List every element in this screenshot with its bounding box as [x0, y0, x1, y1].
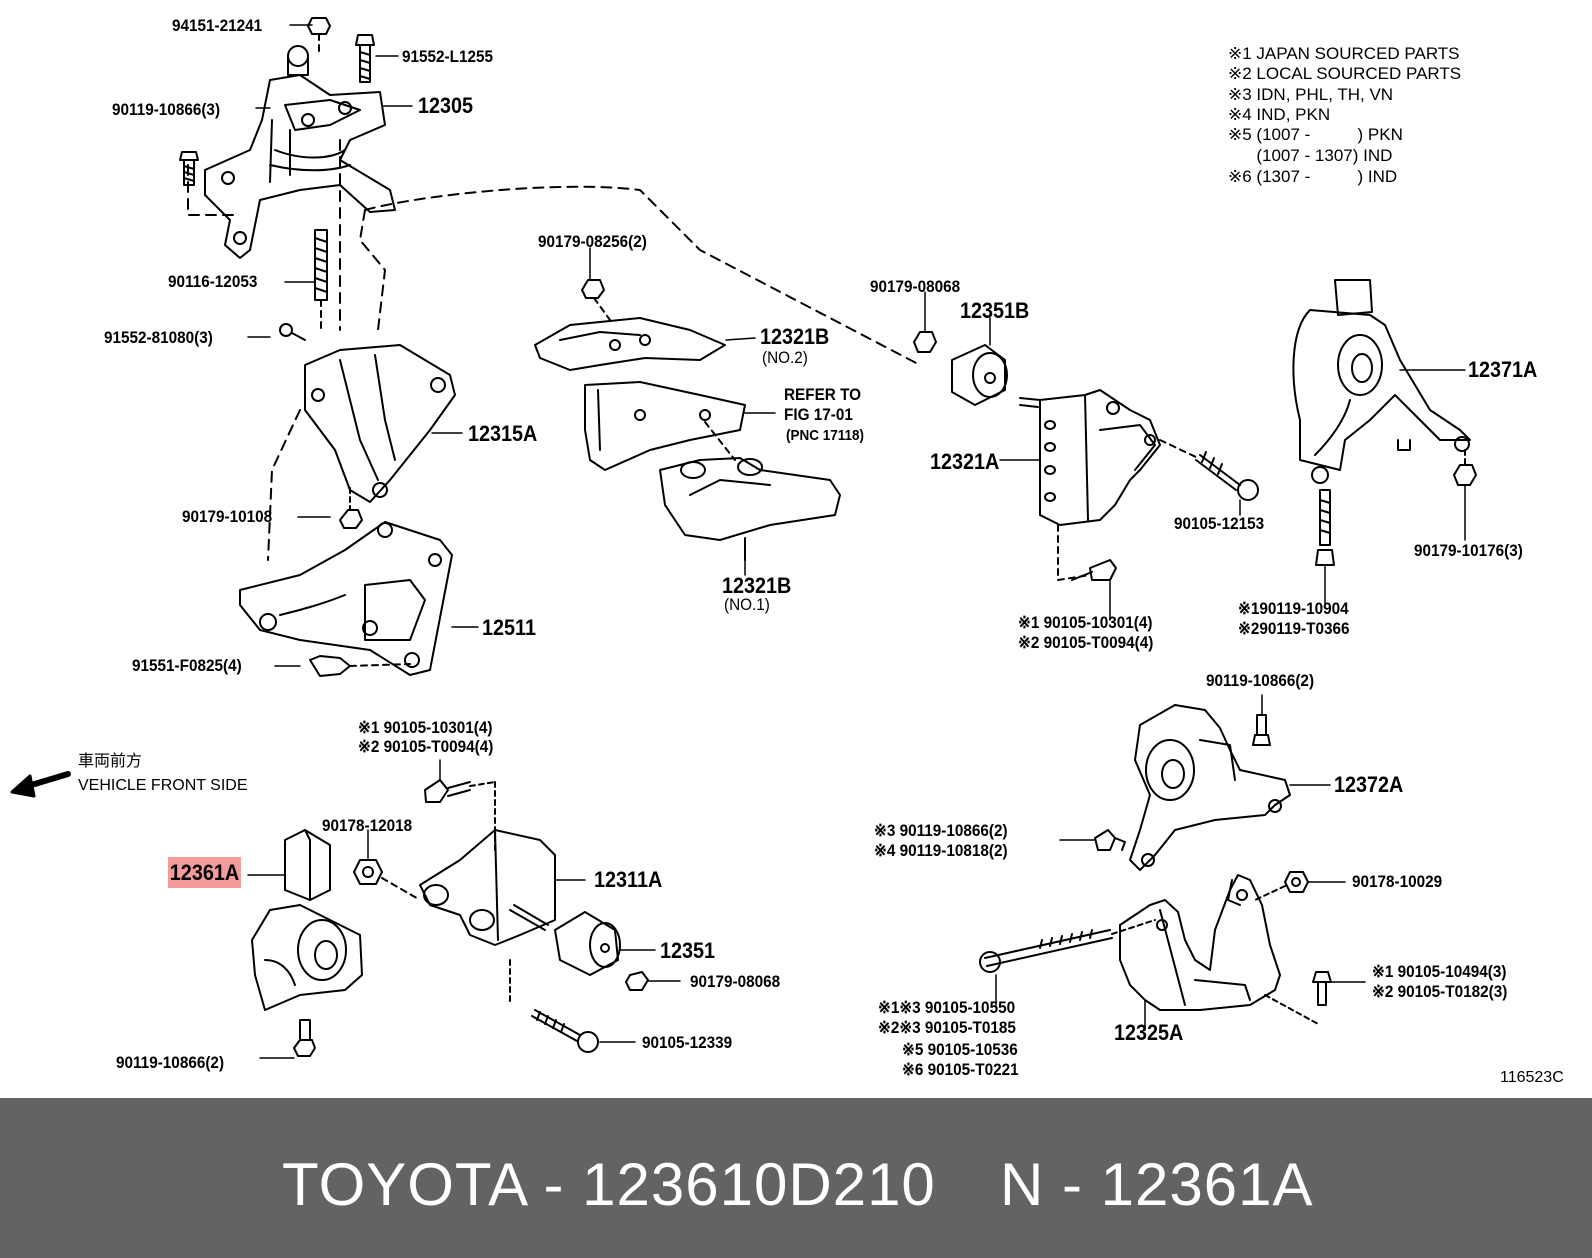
label-s2-90105-t0094-right[interactable]: ※2 90105-T0094(4): [1018, 633, 1154, 652]
label-90179-10108[interactable]: 90179-10108: [182, 507, 273, 526]
label-12321b-no2[interactable]: 12321B: [760, 324, 830, 349]
bracket-12321a: [999, 389, 1161, 581]
label-91551-f0825[interactable]: 91551-F0825(4): [132, 656, 242, 675]
label-jp-front: 車両前方: [78, 753, 143, 770]
note-5: ※5 (1007 - ) PKN: [1228, 125, 1403, 144]
label-12351b[interactable]: 12351B: [960, 298, 1030, 323]
stud-90116: [314, 229, 328, 331]
label-s2-90119-t0366[interactable]: ※290119-T0366: [1238, 619, 1350, 638]
label-90178-12018[interactable]: 90178-12018: [322, 816, 413, 835]
vehicle-front-arrow-icon: [10, 771, 71, 798]
leaders-top-left: [247, 24, 479, 667]
label-s2-90105-t0094-left[interactable]: ※2 90105-T0094(4): [358, 737, 494, 756]
bolt-90105-10301-left: [424, 759, 496, 851]
label-94151-21241[interactable]: 94151-21241: [172, 16, 263, 35]
bolt-90105-12153: [1159, 439, 1259, 516]
nut-90179-08068-bottom: [625, 971, 681, 991]
label-s3-90119-10866[interactable]: ※3 90119-10866(2): [874, 821, 1008, 840]
note-3: ※3 IDN, PHL, TH, VN: [1228, 85, 1394, 104]
bushing-12351b: [951, 317, 1008, 406]
note-2: ※2 LOCAL SOURCED PARTS: [1228, 64, 1462, 83]
bracket-12321b-no2: [534, 279, 726, 371]
label-12305[interactable]: 12305: [418, 93, 474, 118]
bolt-91552-l1255: [355, 34, 375, 83]
footer-part-number: TOYOTA - 123610D210: [282, 1151, 936, 1218]
note-6: (1007 - 1307) IND: [1228, 146, 1393, 165]
bushing-12351: [554, 911, 656, 976]
label-90178-10029[interactable]: 90178-10029: [1352, 872, 1443, 891]
nut-90178-12018: [353, 829, 421, 901]
label-refer-to[interactable]: REFER TO: [784, 385, 862, 404]
label-12315a[interactable]: 12315A: [468, 421, 538, 446]
label-90179-08068-bottom[interactable]: 90179-08068: [690, 972, 781, 991]
label-s6-90105-t0221[interactable]: ※6 90105-T0221: [902, 1060, 1019, 1079]
label-12372a[interactable]: 12372A: [1334, 772, 1404, 797]
nut-90179-08068-top: [913, 291, 937, 353]
note-1: ※1 JAPAN SOURCED PARTS: [1228, 44, 1460, 63]
label-12321b-no1[interactable]: 12321B: [722, 573, 792, 598]
label-s1-90105-10301-left[interactable]: ※1 90105-10301(4): [358, 718, 493, 737]
label-90179-10176[interactable]: 90179-10176(3): [1414, 541, 1523, 560]
label-12311a[interactable]: 12311A: [594, 867, 663, 892]
label-90116-12053[interactable]: 90116-12053: [168, 272, 258, 291]
mount-12361a: [247, 829, 363, 1059]
label-no1: (NO.1): [724, 595, 770, 614]
label-90179-08068-top[interactable]: 90179-08068: [870, 277, 961, 296]
label-12325a[interactable]: 12325A: [1114, 1020, 1184, 1045]
figure-id: 116523C: [1500, 1069, 1564, 1086]
bolt-90119-a: [179, 151, 199, 186]
mount-12372a: [1129, 694, 1331, 871]
bolt-90105-10301-right: [1071, 559, 1117, 621]
bolt-90105-10494: [1312, 971, 1366, 1006]
mount-12371a: [1292, 279, 1477, 606]
highlight-12361a[interactable]: 12361A: [168, 857, 241, 888]
label-pnc-17118: (PNC 17118): [786, 427, 865, 444]
engine-outline-dashed: [187, 139, 921, 561]
label-91552-l1255[interactable]: 91552-L1255: [402, 47, 494, 66]
leaders-center: [589, 247, 776, 576]
parts-diagram: ※1 JAPAN SOURCED PARTS ※2 LOCAL SOURCED …: [10, 16, 1564, 1086]
label-s5-90105-10536[interactable]: ※5 90105-10536: [902, 1040, 1018, 1059]
bolt-94151: [307, 17, 331, 56]
label-90119-10866-3[interactable]: 90119-10866(3): [112, 100, 221, 119]
label-fig-17-01[interactable]: FIG 17-01: [784, 405, 853, 424]
label-s1-90105-10494[interactable]: ※1 90105-10494(3): [1372, 962, 1507, 981]
label-90105-12339[interactable]: 90105-12339: [642, 1033, 733, 1052]
bracket-12321b-no1: [659, 457, 841, 561]
label-12361a-highlighted[interactable]: 12361A: [168, 857, 241, 888]
label-90119-10866-2-left[interactable]: 90119-10866(2): [116, 1053, 225, 1072]
engine-mount-12305: [204, 45, 396, 259]
bracket-refer-17-01: [584, 381, 746, 471]
bracket-12325a: [1119, 874, 1321, 1031]
footer-bar: TOYOTA - 123610D210 N - 12361A: [0, 1098, 1592, 1258]
label-s4-90119-10818[interactable]: ※4 90119-10818(2): [874, 841, 1008, 860]
label-s13-90105-10550[interactable]: ※1※3 90105-10550: [878, 998, 1016, 1017]
label-12321a[interactable]: 12321A: [930, 449, 1000, 474]
note-4: ※4 IND, PKN: [1228, 105, 1331, 124]
label-no2: (NO.2): [762, 348, 808, 367]
label-s1-90105-10301-right[interactable]: ※1 90105-10301(4): [1018, 613, 1153, 632]
label-12351[interactable]: 12351: [660, 938, 716, 963]
bolt-90119-10866-10818: [1059, 829, 1126, 851]
label-s2-90105-t0182[interactable]: ※2 90105-T0182(3): [1372, 982, 1508, 1001]
label-12511[interactable]: 12511: [482, 615, 536, 640]
diagram-drawing: [10, 17, 1477, 1059]
label-90119-10866-2-right[interactable]: 90119-10866(2): [1206, 671, 1315, 690]
label-91552-81080[interactable]: 91552-81080(3): [104, 328, 213, 347]
bolt-90105-12339: [509, 959, 636, 1053]
label-s23-90105-t0185[interactable]: ※2※3 90105-T0185: [878, 1018, 1016, 1037]
bolt-90105-10550: [979, 919, 1156, 1006]
bracket-12315a: [279, 323, 456, 529]
bracket-12511: [239, 521, 453, 677]
bracket-12311a: [419, 829, 586, 946]
label-12371a[interactable]: 12371A: [1468, 357, 1538, 382]
label-90105-12153[interactable]: 90105-12153: [1174, 514, 1265, 533]
label-90179-08256[interactable]: 90179-08256(2): [538, 232, 647, 251]
label-s1-90119-10904[interactable]: ※190119-10904: [1238, 599, 1349, 618]
label-vehicle-front-side: VEHICLE FRONT SIDE: [78, 777, 248, 794]
footer-pnc: N - 12361A: [1000, 1151, 1314, 1218]
nut-90178-10029: [1254, 871, 1346, 901]
note-7: ※6 (1307 - ) IND: [1228, 167, 1398, 186]
